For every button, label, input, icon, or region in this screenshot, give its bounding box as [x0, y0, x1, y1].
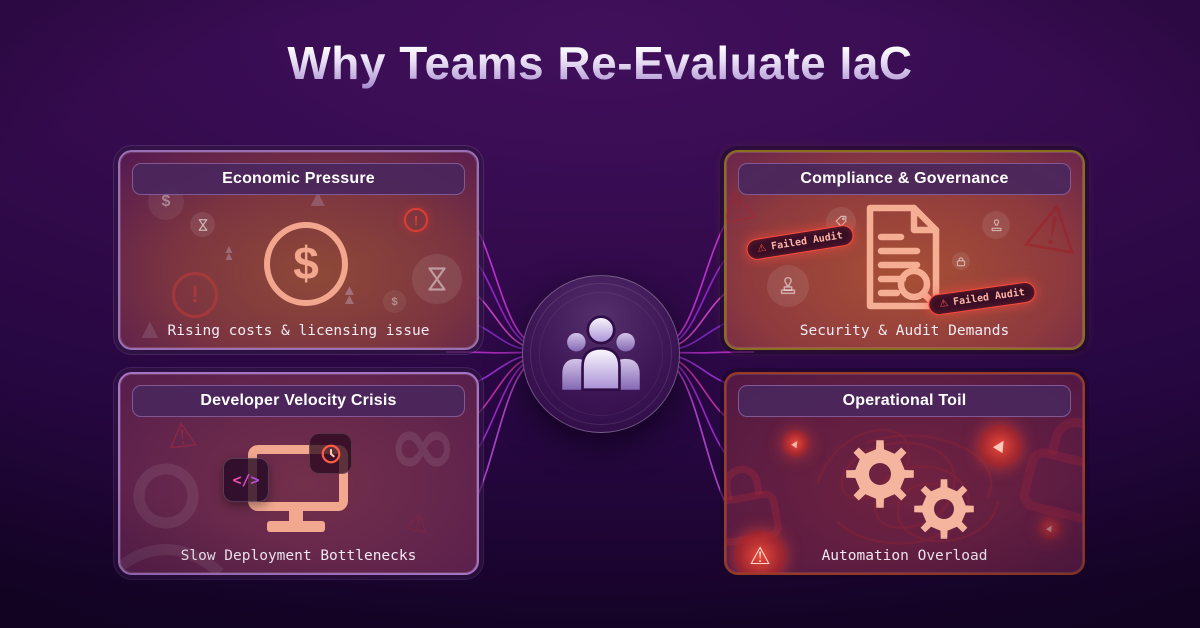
alert-triangle-badge: ▲ — [1038, 516, 1062, 540]
card-compliance-governance: ⚠ ⚠ — [724, 150, 1085, 350]
card-title-operational: Operational Toil — [738, 385, 1071, 417]
stamp-icon — [982, 211, 1010, 239]
clock-badge-icon — [309, 433, 352, 474]
stamp-icon — [767, 265, 809, 307]
alert-circle-icon: ! — [172, 272, 218, 318]
page-title: Why Teams Re-Evaluate IaC — [0, 36, 1200, 90]
card-title-compliance: Compliance & Governance — [738, 163, 1071, 195]
card-caption-economic: Rising costs & licensing issue — [167, 323, 430, 339]
hourglass-icon — [412, 254, 462, 304]
card-title-economic: Economic Pressure — [132, 163, 465, 195]
code-badge-icon: </> — [223, 458, 269, 502]
card-caption-developer: Slow Deployment Bottlenecks — [180, 548, 417, 564]
card-developer-velocity: ⚠ ∞ ⚠ </> Developer Velocity Crisis Slow… — [118, 372, 479, 575]
card-title-developer: Developer Velocity Crisis — [132, 385, 465, 417]
warning-triangle-icon: ⚠ — [938, 297, 950, 310]
team-hub — [522, 275, 680, 433]
card-operational-toil: ▲ ▲ ⚠ ▲ Operational Toil Automation Over… — [724, 372, 1085, 575]
double-up-arrow-icon: ▲▲ — [342, 282, 357, 309]
card-caption-operational: Automation Overload — [821, 548, 988, 564]
dollar-coin-icon: $ — [383, 290, 406, 313]
alert-circle-icon: ! — [404, 208, 428, 232]
lock-icon — [952, 252, 970, 270]
card-economic-pressure: $ $ ! ! ▲ ▲▲ ▲▲ ▲ $ Economic Pressure Ri… — [118, 150, 479, 350]
card-caption-compliance: Security & Audit Demands — [799, 323, 1010, 339]
gears-icon — [846, 440, 974, 539]
audit-document-icon — [866, 204, 940, 310]
warning-triangle-icon: ⚠ — [756, 242, 768, 255]
alert-triangle-badge: ▲ — [782, 430, 809, 457]
warning-triangle-icon: ⚠ — [1018, 187, 1085, 271]
dollar-circle-icon: $ — [264, 222, 348, 306]
failed-audit-badge: ⚠ Failed Audit — [745, 223, 856, 262]
team-icon — [562, 315, 640, 392]
monitor-base — [267, 521, 325, 532]
warning-triangle-icon: ⚠ — [403, 505, 433, 541]
hourglass-icon — [190, 212, 215, 237]
double-up-arrow-icon: ▲▲ — [223, 242, 235, 264]
